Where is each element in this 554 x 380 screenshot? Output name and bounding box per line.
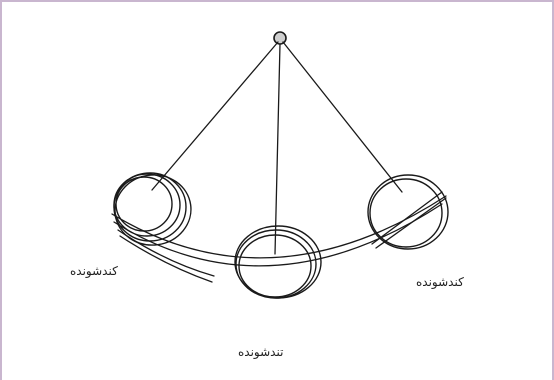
label-speeding-bottom: تندشونده bbox=[238, 345, 283, 359]
bob-right bbox=[368, 175, 448, 249]
string-right bbox=[283, 42, 402, 192]
string-left bbox=[152, 42, 278, 190]
label-slowing-left: کندشونده bbox=[70, 264, 118, 278]
bob-center bbox=[235, 226, 321, 298]
label-slowing-right: کندشونده bbox=[416, 275, 464, 289]
pivot-point bbox=[274, 32, 286, 44]
string-center bbox=[275, 44, 280, 254]
